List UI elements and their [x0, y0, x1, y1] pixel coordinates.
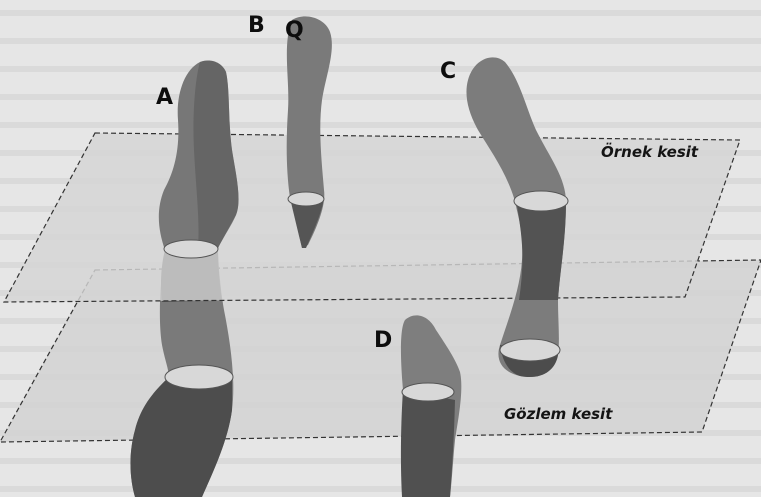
object-c-lower-section [500, 339, 560, 361]
label-c: C [440, 59, 456, 84]
label-b: B [248, 13, 265, 38]
object-c-upper-section [514, 191, 568, 211]
upper-plane-label: Örnek kesit [601, 142, 699, 161]
object-b-section [288, 192, 324, 206]
label-d: D [374, 328, 392, 353]
object-d-section [402, 383, 454, 401]
object-a-lower-section [165, 365, 233, 389]
object-a-upper-section [164, 240, 218, 258]
label-a: A [156, 85, 173, 110]
lower-plane-label: Gözlem kesit [504, 405, 613, 423]
label-q: Q [285, 18, 304, 43]
